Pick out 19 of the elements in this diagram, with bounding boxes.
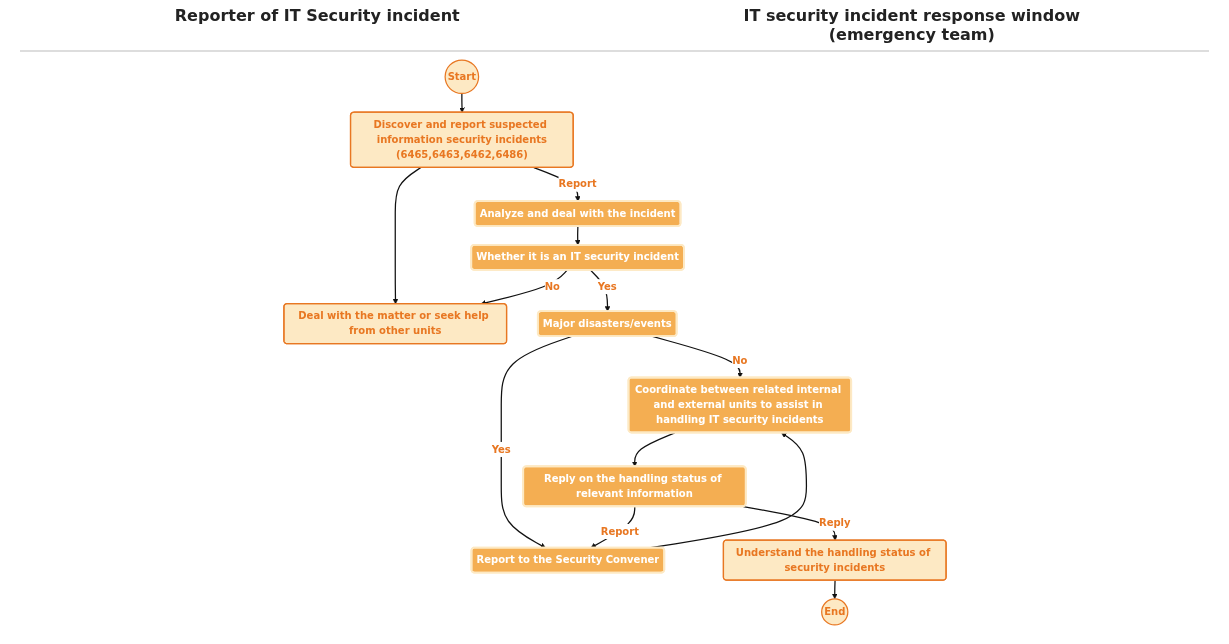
- edge-label: No: [731, 353, 747, 366]
- arrow: [651, 335, 743, 378]
- arrow: [392, 166, 421, 304]
- arrow: [500, 335, 572, 548]
- edge-label: Yes: [491, 442, 511, 455]
- node-circle: Start: [444, 58, 479, 94]
- column-heading: Reporter of IT Security incident: [173, 6, 461, 27]
- edge-label: No: [544, 279, 560, 292]
- edge-label: Report: [600, 524, 639, 537]
- arrow: [574, 225, 580, 245]
- edge-label: Report: [557, 177, 597, 190]
- arrow: [831, 579, 837, 599]
- arrow: [458, 92, 465, 113]
- edge-label: Yes: [597, 279, 617, 292]
- column-heading: IT security incident response window (emergency team): [742, 6, 1081, 44]
- arrow: [631, 431, 675, 467]
- node-circle: End: [820, 597, 848, 626]
- arrow: [480, 269, 568, 305]
- edge-label: Reply: [818, 516, 851, 529]
